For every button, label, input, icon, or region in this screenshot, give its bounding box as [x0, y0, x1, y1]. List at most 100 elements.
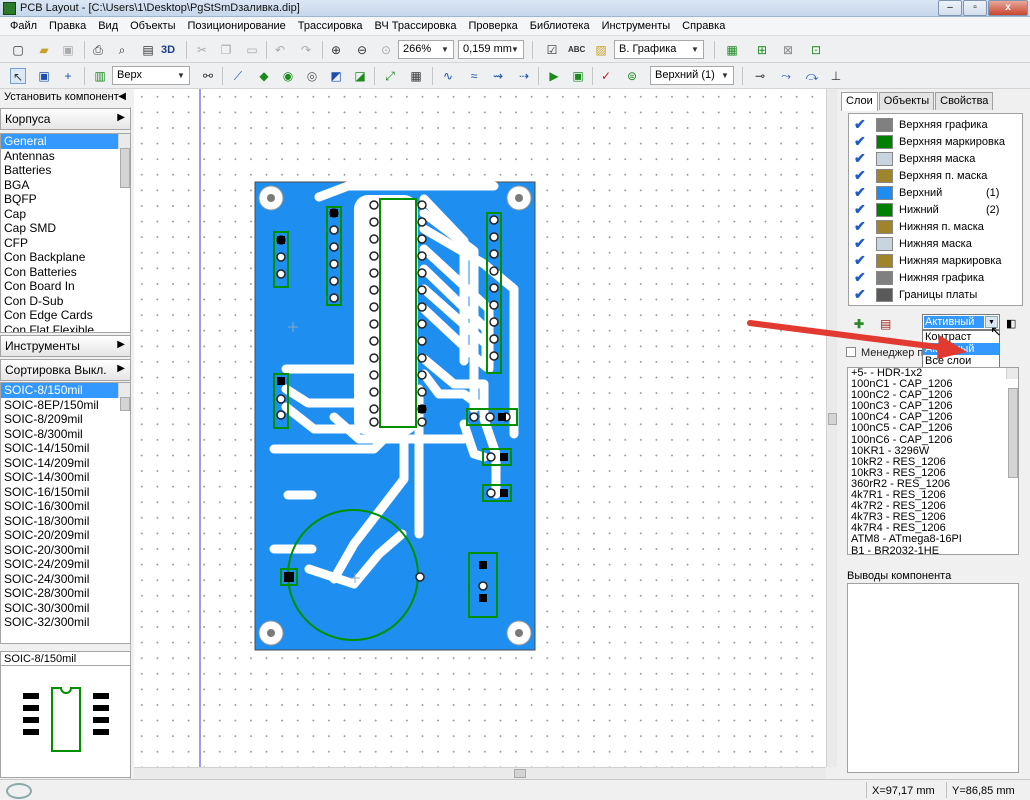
route-edit-icon[interactable]: ⇝	[492, 69, 504, 83]
list-item[interactable]: BGA	[4, 177, 30, 192]
list-item[interactable]: 100nC6 - CAP_1206	[851, 433, 953, 446]
trace-clear-icon[interactable]: ⤼	[805, 69, 819, 83]
track-icon[interactable]: ⟋	[233, 69, 243, 83]
dropdown-option[interactable]: Все слои	[925, 355, 972, 367]
zoom-out-icon[interactable]: ⊖	[356, 43, 368, 57]
canvas-vscrollbar[interactable]	[826, 89, 837, 767]
save-icon[interactable]: ▣	[62, 43, 74, 57]
compare-icon[interactable]: ⊜	[626, 69, 638, 83]
side-combo[interactable]: Верх▼	[112, 66, 190, 85]
view-3d-icon[interactable]: 3D	[160, 44, 176, 56]
list-item[interactable]: BQFP	[4, 192, 37, 206]
menu-rf-routing[interactable]: ВЧ Трассировка	[374, 20, 457, 32]
pcb-board[interactable]	[134, 89, 826, 767]
netlist-remove-icon[interactable]: ⊠	[782, 43, 794, 57]
close-button[interactable]: x	[988, 0, 1028, 16]
menu-edit[interactable]: Правка	[49, 20, 87, 32]
package-icon[interactable]: ▥	[94, 69, 106, 83]
text-abc-icon[interactable]: ABC	[568, 45, 586, 54]
tools-button[interactable]: Инструменты▶	[0, 335, 131, 357]
list-item[interactable]: 100nC4 - CAP_1206	[851, 411, 953, 424]
sort-button[interactable]: Сортировка Выкл.▶	[0, 359, 131, 381]
list-item[interactable]: SOIC-8/300mil	[4, 426, 83, 441]
menu-library[interactable]: Библиотека	[529, 20, 590, 32]
list-item[interactable]: SOIC-14/209mil	[4, 455, 90, 470]
route-icon[interactable]: ∿	[442, 69, 454, 83]
copy-icon[interactable]: ❐	[220, 43, 232, 57]
list-item[interactable]: SOIC-8/150mil	[1, 383, 130, 398]
print-icon[interactable]: ⎙	[93, 43, 103, 57]
list-item[interactable]: SOIC-14/150mil	[4, 441, 90, 455]
layer-color-swatch[interactable]	[876, 135, 893, 149]
checkmark-icon[interactable]: ✔	[854, 150, 866, 166]
list-item[interactable]: 10kR2 - RES_1206	[851, 455, 946, 468]
pcb-canvas[interactable]	[134, 89, 826, 767]
list-item[interactable]: Batteries	[4, 163, 52, 177]
layer-row[interactable]: ✔Границы платы	[849, 286, 1022, 304]
fill-icon[interactable]: ◪	[354, 69, 366, 83]
checkmark-icon[interactable]: ✔	[854, 269, 866, 285]
select-arrow-icon[interactable]: ↖	[10, 68, 26, 84]
install-component-header[interactable]: Установить компонент◀	[0, 89, 131, 107]
parts-scrollbar[interactable]	[118, 383, 130, 411]
list-item[interactable]: Con D-Sub	[4, 293, 64, 308]
checkmark-icon[interactable]: ✔	[854, 184, 866, 200]
layer-view-icon[interactable]: ◧	[1006, 318, 1017, 330]
list-item[interactable]: SOIC-14/300mil	[4, 470, 90, 484]
layer-display-combo[interactable]: Активный ▼	[922, 314, 1000, 330]
list-item[interactable]: SOIC-18/300mil	[4, 513, 90, 528]
checkmark-icon[interactable]: ✔	[854, 252, 866, 268]
layer-row[interactable]: ✔Верхняя графика	[849, 116, 1022, 134]
menu-check[interactable]: Проверка	[468, 20, 518, 32]
list-item[interactable]: Con Flat Flexible	[4, 322, 95, 333]
export-icon[interactable]: ▤	[142, 43, 154, 57]
checkmark-icon[interactable]: ✔	[854, 201, 866, 217]
zoom-in-icon[interactable]: ⊕	[330, 43, 342, 57]
list-item[interactable]: SOIC-30/300mil	[4, 600, 90, 615]
chevron-down-icon[interactable]: ▼	[985, 316, 998, 328]
list-item[interactable]: SOIC-28/300mil	[4, 586, 90, 600]
layer-color-swatch[interactable]	[876, 288, 893, 302]
align-icon[interactable]: ⊥	[830, 69, 842, 83]
minimize-button[interactable]: –	[938, 0, 962, 16]
layer-color-swatch[interactable]	[876, 271, 893, 285]
menu-file[interactable]: Файл	[10, 20, 38, 32]
components-scrollbar[interactable]	[1006, 368, 1018, 478]
polygon-icon[interactable]: ◩	[330, 69, 342, 83]
packages-scrollbar[interactable]	[118, 134, 130, 188]
layer-color-swatch[interactable]	[876, 152, 893, 166]
grid-table-icon[interactable]: ▦	[410, 69, 422, 83]
zoom-fit-icon[interactable]: ⊙	[380, 43, 392, 57]
list-item[interactable]: 4k7R4 - RES_1206	[851, 522, 946, 535]
list-item[interactable]: Cap SMD	[4, 221, 57, 235]
measure-icon[interactable]: ⤢	[385, 69, 395, 83]
image-icon[interactable]: ▨	[595, 43, 607, 57]
list-item[interactable]: ATM8 - ATmega8-16PI	[851, 533, 962, 546]
list-item[interactable]: Con Backplane	[4, 250, 86, 264]
tab-properties[interactable]: Свойства	[935, 92, 994, 110]
layer-row[interactable]: ✔Верхняя маска	[849, 150, 1022, 168]
tab-layers[interactable]: Слои	[841, 92, 878, 111]
layer-row[interactable]: ✔Нижний(2)	[849, 201, 1022, 219]
list-item[interactable]: SOIC-24/209mil	[4, 557, 90, 571]
layer-color-swatch[interactable]	[876, 203, 893, 217]
project-manager-checkbox[interactable]	[846, 347, 856, 357]
layer-row[interactable]: ✔Верхняя п. маска	[849, 167, 1022, 185]
layer-row[interactable]: ✔Нижняя п. маска	[849, 218, 1022, 236]
stop-route-icon[interactable]: ▣	[572, 69, 584, 83]
cut-icon[interactable]: ✂	[196, 43, 208, 57]
list-item[interactable]: Antennas	[4, 148, 55, 163]
crosshair-icon[interactable]: +	[64, 69, 72, 83]
list-item[interactable]: 100nC1 - CAP_1206	[851, 378, 953, 391]
menu-help[interactable]: Справка	[682, 20, 726, 32]
drc-icon[interactable]: ▦	[726, 43, 738, 57]
list-item[interactable]: SOIC-8/209mil	[4, 412, 83, 426]
list-item[interactable]: 4k7R3 - RES_1206	[851, 511, 946, 524]
properties-icon[interactable]: ☑	[546, 43, 558, 57]
list-item[interactable]: Con Edge Cards	[4, 308, 93, 322]
tab-objects[interactable]: Объекты	[878, 92, 935, 110]
pad-icon[interactable]: ◆	[259, 69, 269, 83]
list-item[interactable]: 10KR1 - 3296W	[851, 444, 930, 457]
open-folder-icon[interactable]: ▰	[39, 43, 49, 57]
via-icon[interactable]: ◎	[306, 69, 318, 83]
